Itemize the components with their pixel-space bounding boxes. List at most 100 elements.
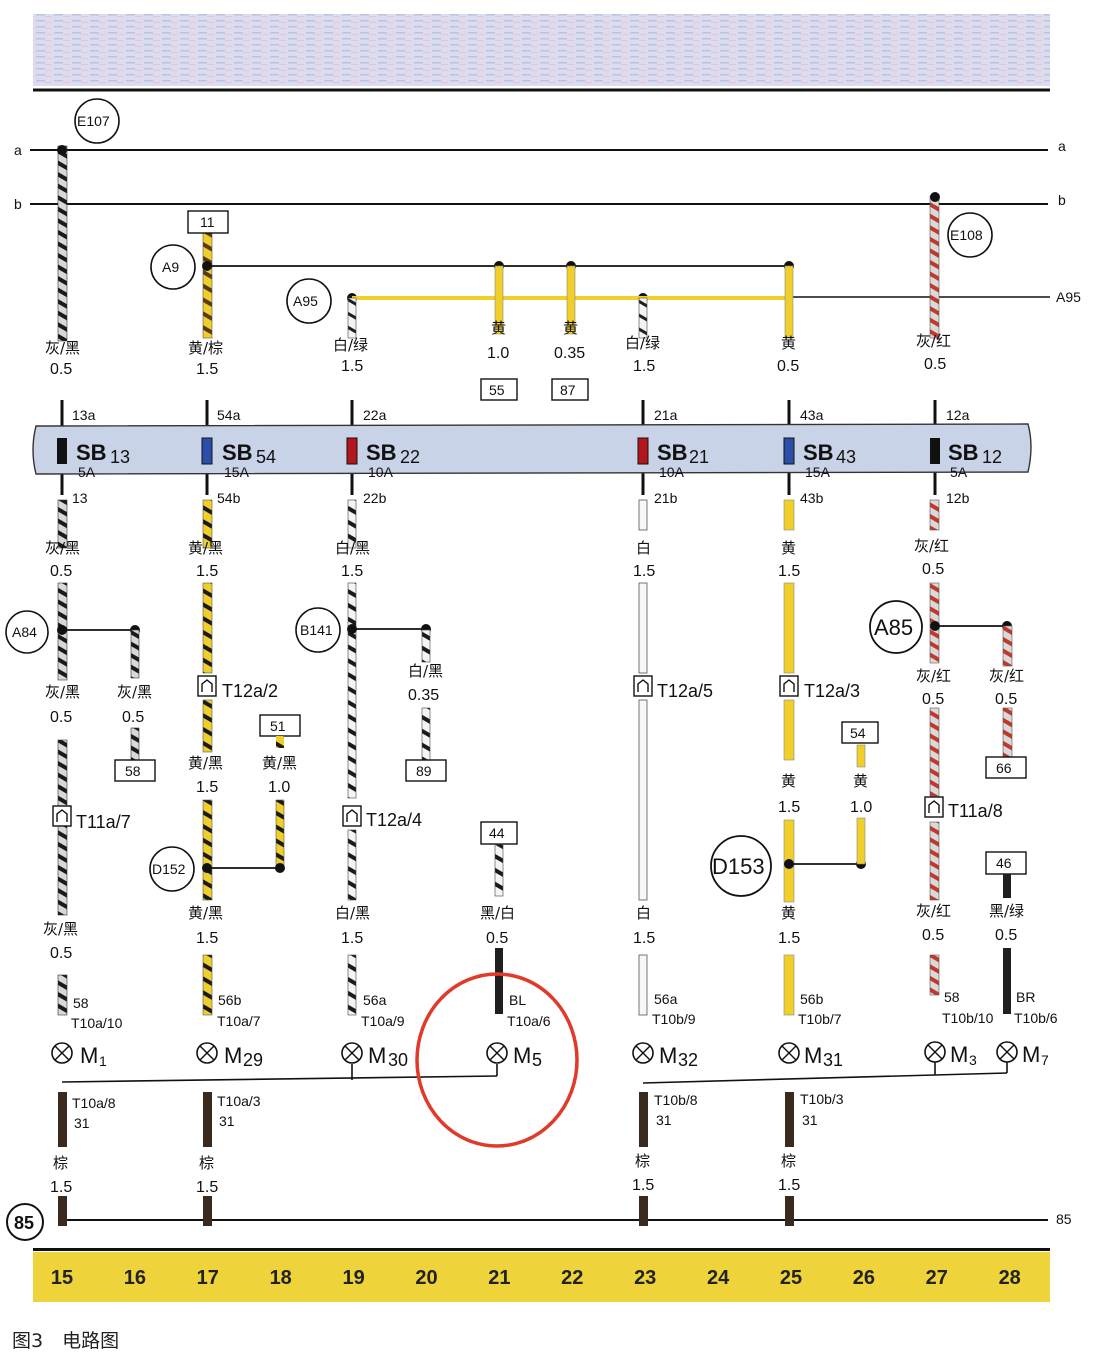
wire-label-c15-top: 灰/黑 xyxy=(45,339,80,357)
wire-label-c25-low: 黄 xyxy=(781,772,796,790)
ground-pin-c25-code: T10b/3 xyxy=(800,1091,844,1107)
lamp-M31-cross-b xyxy=(781,1045,797,1061)
fuse-SB54-bot-pin: 54b xyxy=(217,490,241,506)
wire-c23-lower xyxy=(638,699,648,901)
circle-D152-label: D152 xyxy=(152,861,186,877)
wire-c16-low xyxy=(130,727,140,761)
wire-c27-lower xyxy=(929,707,940,797)
connector-T12a4-glyph xyxy=(346,809,358,822)
wire-c19-lower xyxy=(347,829,357,901)
circle-A9 xyxy=(150,244,196,290)
connector-T12a2-icon xyxy=(197,675,217,697)
wire-c27-low2 xyxy=(929,821,940,901)
wire-c28-bottom xyxy=(1003,874,1011,898)
fuse-SB13-amp: 5A xyxy=(78,464,96,480)
wire-label-c16-low: 灰/黑 xyxy=(117,683,152,701)
wire-c15-lower xyxy=(57,739,68,916)
pin-c25-code: T10b/7 xyxy=(798,1011,842,1027)
connector-T12a2-label: T12a/2 xyxy=(222,681,278,701)
lamp-M31-name: M xyxy=(804,1043,822,1068)
lamp-M5: M 5 xyxy=(486,1042,542,1070)
wire-c28 xyxy=(1002,625,1013,667)
fuse-SB54-sub: 54 xyxy=(256,447,276,467)
rail-85-right-label: 85 xyxy=(1056,1211,1072,1227)
node-d153 xyxy=(784,859,794,869)
lamp-M30: M 30 xyxy=(341,1042,408,1070)
wire-label-c21-a: 黄 xyxy=(491,319,506,337)
wire-c23-bottom xyxy=(638,954,648,1016)
node-b-c27 xyxy=(930,192,940,202)
connector-T12a4-icon xyxy=(342,805,362,827)
fuse-SB43-bot-pin: 43b xyxy=(800,490,824,506)
wire-label-c23-bot: 白 xyxy=(636,904,651,922)
lamp-M5-sub: 5 xyxy=(532,1050,542,1070)
circle-E108 xyxy=(947,212,993,258)
circle-A95-label: A95 xyxy=(293,293,318,309)
ground-label-c25: 棕 xyxy=(781,1152,796,1170)
pin-c23-num: 56a xyxy=(654,991,678,1007)
box-11 xyxy=(187,210,229,234)
fuse-SB12-bot-pin: 12b xyxy=(946,490,970,506)
wire-gauge-c20-low: 0.35 xyxy=(408,687,439,704)
fuse-SB13-sub: 13 xyxy=(110,447,130,467)
lamp-M32-name: M xyxy=(659,1043,677,1068)
wire-c18 xyxy=(276,736,284,748)
lamp-M7-cross-b xyxy=(999,1044,1015,1060)
connector-T11a8: T11a/8 xyxy=(924,796,1003,821)
column-number-23: 23 xyxy=(634,1267,656,1289)
connector-T12a5-icon xyxy=(633,675,653,697)
lamp-M32: M 32 xyxy=(632,1042,698,1070)
wire-gauge-c25-bot: 1.5 xyxy=(778,930,800,947)
fuse-SB21-top-pin: 21a xyxy=(654,407,678,423)
fuse-SB22-sub: 22 xyxy=(400,447,420,467)
fuse-SB54-top-pin: 54a xyxy=(217,407,241,423)
node-a9 xyxy=(202,261,212,271)
connector-T11a7-icon xyxy=(52,805,72,827)
wire-c21-bottom xyxy=(494,843,504,897)
wire-gauge-c25-low: 1.5 xyxy=(778,799,800,816)
box-11-label: 11 xyxy=(200,214,215,230)
wire-c21-bottom2 xyxy=(495,948,503,1014)
column-number-15: 15 xyxy=(51,1267,73,1289)
pin-c19-num: 56a xyxy=(363,992,387,1008)
pin-c21-num: BL xyxy=(509,992,526,1008)
pin-c19-code: T10a/9 xyxy=(361,1013,405,1029)
fuse-SB22-amp: 10A xyxy=(368,464,394,480)
fuse-SB12-top-pin: 12a xyxy=(946,407,970,423)
wire-label-c28-low: 灰/红 xyxy=(989,667,1024,685)
lamp-M3-sub: 3 xyxy=(969,1052,977,1068)
pin-c28-num: BR xyxy=(1016,989,1035,1005)
wire-c28-low xyxy=(1002,707,1013,759)
wire-label-c25-top: 黄 xyxy=(781,334,796,352)
ground-wire-c15-b xyxy=(58,1196,67,1226)
wire-c20-low xyxy=(421,707,431,761)
fuse-SB12-sub: 12 xyxy=(982,447,1002,467)
wire-gauge-c28-bot: 0.5 xyxy=(995,927,1017,944)
wire-label-c26-low: 黄 xyxy=(853,772,868,790)
box-54-label: 54 xyxy=(850,725,866,741)
box-54 xyxy=(841,721,879,744)
rail-b-right-label: b xyxy=(1058,192,1066,208)
wire-c25-top xyxy=(784,265,794,339)
lamp-M7-sub: 7 xyxy=(1041,1052,1049,1068)
connector-T12a4: T12a/4 xyxy=(342,805,422,830)
wire-c28-bottom2 xyxy=(1003,948,1011,1014)
node-b141 xyxy=(347,624,357,634)
wire-gauge-c23-top: 1.5 xyxy=(633,358,655,375)
circle-D153-label: D153 xyxy=(712,854,765,879)
pin-c23-code: T10b/9 xyxy=(652,1011,696,1027)
connector-T11a8-icon xyxy=(924,796,944,818)
circle-A84 xyxy=(5,610,49,654)
lamp-M30-cross-b xyxy=(344,1045,360,1061)
wire-c27-top xyxy=(929,195,940,339)
column-number-16: 16 xyxy=(124,1267,146,1289)
fuse-SB22: SB 22 10A xyxy=(346,437,420,480)
wire-gauge-c26-low: 1.0 xyxy=(850,799,872,816)
lamp-M32-sub: 32 xyxy=(678,1050,698,1070)
lamp-M1-sub: 1 xyxy=(99,1053,107,1069)
wire-label-c27-top: 灰/红 xyxy=(916,332,951,350)
connector-T12a4-label: T12a/4 xyxy=(366,810,422,830)
connector-T11a7-glyph xyxy=(56,809,68,822)
wire-c19-bottom xyxy=(347,954,357,1016)
wire-c17-low2 xyxy=(202,799,213,901)
